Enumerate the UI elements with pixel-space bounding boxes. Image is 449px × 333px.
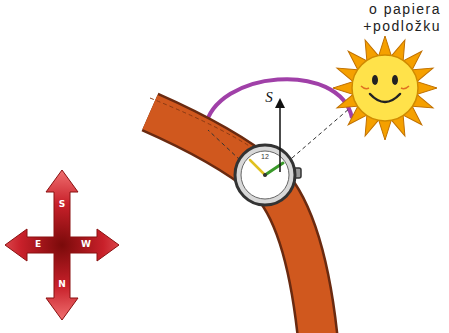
sun-path-arc: [205, 79, 352, 128]
document-text: o papiera: [369, 2, 441, 17]
compass-letter: E: [35, 240, 41, 250]
sun: [333, 36, 437, 140]
compass-cross: [5, 170, 119, 320]
watch-bezel: [235, 145, 295, 205]
dial-number: 12: [261, 153, 269, 161]
direction-label: S: [265, 89, 273, 106]
sight-line: [208, 130, 240, 160]
compass-letter: N: [58, 280, 66, 290]
south-arrow: [279, 100, 281, 172]
wristband: [150, 112, 318, 333]
document-text: +podložku: [363, 19, 441, 34]
compass-letter: S: [59, 200, 65, 210]
sight-line: [292, 108, 350, 158]
watch-pin: [263, 173, 267, 177]
minute-hand: [250, 160, 265, 175]
compass-letter: W: [81, 240, 91, 250]
wristband-outline: [150, 112, 318, 333]
watch-face: [241, 151, 289, 199]
